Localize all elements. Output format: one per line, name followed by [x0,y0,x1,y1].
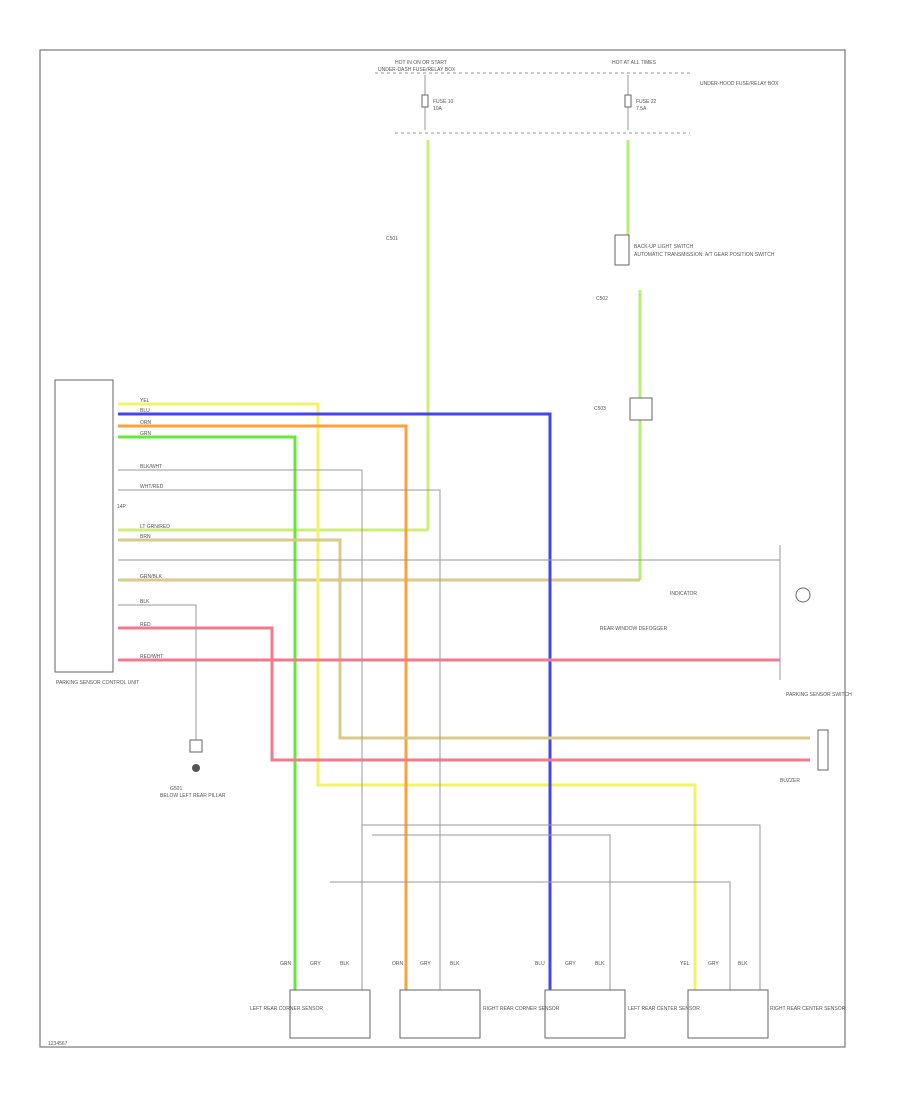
sensor-1-label: LEFT REAR CORNER SENSOR [250,1006,323,1012]
fuse-right-amp: 7.5A [636,106,647,112]
control-unit-box [54,379,114,673]
sensor1-pin-blk: BLK [340,961,350,967]
figure-id: 1234567 [48,1041,68,1047]
pink-wire [118,626,810,762]
connector-c502: C502 [596,296,608,302]
tag-orange: ORN [140,420,152,426]
gray-wire-2 [118,489,441,1000]
fuse-left-symbol [421,94,429,108]
ground-sublabel: BELOW LEFT REAR PILLAR [160,793,226,799]
buzzer-symbol [817,729,829,771]
ground-label: G501 [170,786,182,792]
orange-wire [118,424,408,1000]
ground-wire [118,604,197,745]
tag-lt-grn: LT GRN/RED [140,524,170,530]
connector-c503: C503 [594,406,606,412]
reverse-switch-symbol [614,234,630,266]
fuse-left-amp: 10A [433,106,443,112]
tag-red-wht: RED/WHT [140,654,163,660]
indicator-lamp-icon [795,587,811,603]
sensor-box-2 [399,989,481,1039]
tag-brn: BRN [140,534,151,540]
fuse-right-label: FUSE 22 [636,99,657,105]
sensor1-pin-gry: GRY [310,961,321,967]
sensor2-pin-blk: BLK [450,961,460,967]
reverse-switch-label: BACK-UP LIGHT SWITCH [634,244,694,250]
green-wire [118,435,297,1000]
rear-window-label: REAR WINDOW DEFOGGER [600,626,668,632]
diagram-frame [39,49,846,1048]
top-left-fuse-box-label: HOT IN ON OR START [395,60,447,66]
module-connector-label: 14P [117,504,127,510]
top-left-fuse-box-sublabel: UNDER-DASH FUSE/RELAY BOX [378,67,456,73]
tag-blk-wht: BLK/WHT [140,464,162,470]
sensor-3-label: LEFT REAR CENTER SENSOR [628,1006,700,1012]
ground-connector [189,739,203,753]
fuse-right-symbol [624,94,632,108]
sensor-box-1 [289,989,371,1039]
module-label: PARKING SENSOR CONTROL UNIT [56,680,139,686]
sensor4-pin-ylw: YEL [680,961,690,967]
gray-wire-1 [118,469,363,1000]
sensor2-pin-org: ORN [392,961,404,967]
right-fuse-box-note: UNDER-HOOD FUSE/RELAY BOX [700,81,779,87]
reverse-switch-note: AUTOMATIC TRANSMISSION: A/T GEAR POSITIO… [634,252,775,258]
tag-blue: BLU [140,408,150,414]
tag-grn-blk: GRN/BLK [140,574,163,580]
sensor3-pin-gry: GRY [565,961,576,967]
sensor4-pin-blk: BLK [738,961,748,967]
sensor2-pin-gry: GRY [420,961,431,967]
sensor-feed-bus [330,881,731,990]
buzzer-label: BUZZER [780,778,800,784]
sensor-4-label: RIGHT REAR CENTER SENSOR [770,1006,846,1012]
sensor3-pin-blk: BLK [595,961,605,967]
tag-blk: BLK [140,599,150,605]
ground-icon [192,764,200,772]
sensor3-pin-blu: BLU [535,961,545,967]
sensor-box-3 [544,989,626,1039]
diode-box [629,397,653,421]
fuse-left-label: FUSE 10 [433,99,454,105]
sensor4-pin-gry: GRY [708,961,719,967]
yellow-wire [118,402,697,990]
sensor-box-4 [687,989,769,1039]
top-right-fuse-box-label: HOT AT ALL TIMES [612,60,657,66]
connector-c501: C501 [386,236,398,242]
sensor1-pin-grn: GRN [280,961,292,967]
switch-box-label: PARKING SENSOR SWITCH [786,692,852,698]
sensor-signal-bus [372,834,611,990]
blue-wire [118,412,552,1000]
tag-red: RED [140,622,151,628]
sensor-2-label: RIGHT REAR CORNER SENSOR [483,1006,560,1012]
tag-wht-red: WHT/RED [140,484,164,490]
sensor-ground-bus [362,824,761,990]
tag-yellow: YEL [140,398,150,404]
tan-wire [118,538,810,740]
indicator-label: INDICATOR [670,591,697,597]
tag-green: GRN [140,431,152,437]
